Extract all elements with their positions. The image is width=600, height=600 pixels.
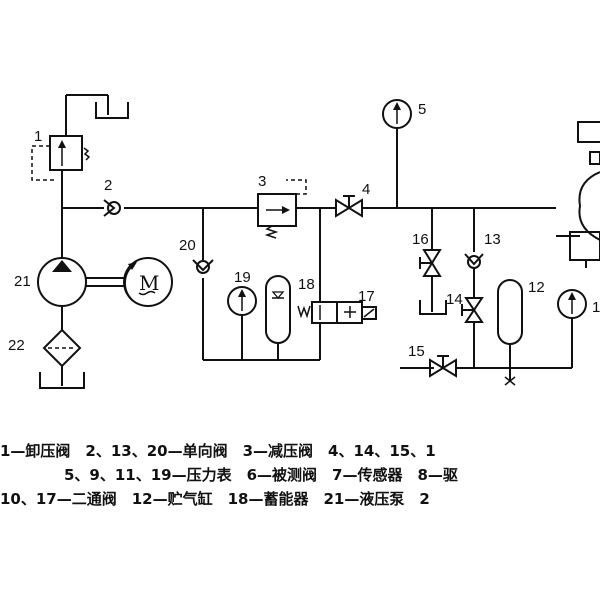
pressure-reducing-valve-icon bbox=[257, 179, 307, 239]
hydraulic-pump-icon bbox=[37, 257, 124, 307]
label-16: 16 bbox=[412, 231, 429, 248]
air-reservoir-icon bbox=[497, 279, 523, 386]
pipe-network bbox=[61, 94, 573, 369]
label-14: 14 bbox=[446, 291, 463, 308]
two-way-valve-icon bbox=[297, 301, 377, 324]
shutoff-valve-icon bbox=[335, 195, 363, 218]
pressure-gauge-icon bbox=[382, 99, 412, 129]
filter-icon bbox=[42, 328, 82, 368]
shutoff-valve-icon bbox=[429, 355, 457, 378]
check-valve-icon bbox=[464, 253, 484, 269]
label-12: 12 bbox=[528, 279, 545, 296]
tank-icon bbox=[419, 300, 447, 315]
unloading-valve-icon bbox=[31, 135, 91, 181]
shutoff-valve-icon bbox=[419, 249, 442, 277]
check-valve-icon bbox=[103, 199, 121, 217]
label-17: 17 bbox=[358, 288, 375, 305]
motor-label: M bbox=[139, 271, 159, 295]
label-20: 20 bbox=[179, 237, 196, 254]
accumulator-icon bbox=[265, 275, 291, 344]
label-15: 15 bbox=[408, 343, 425, 360]
legend-line-2: 5、9、11、19—压力表 6—被测阀 7—传感器 8—驱 bbox=[64, 466, 458, 484]
label-4: 4 bbox=[362, 181, 370, 198]
shutoff-valve-icon bbox=[461, 297, 484, 323]
label-13: 13 bbox=[484, 231, 501, 248]
label-5: 5 bbox=[418, 101, 426, 118]
label-19: 19 bbox=[234, 269, 251, 286]
label-11-partial: 1 bbox=[592, 299, 600, 316]
motor-icon: M bbox=[123, 257, 173, 307]
label-21: 21 bbox=[14, 273, 31, 290]
tank-icon bbox=[39, 372, 85, 389]
legend-line-3: 10、17—二通阀 12—贮气缸 18—蓄能器 21—液压泵 2 bbox=[0, 490, 430, 508]
label-18: 18 bbox=[298, 276, 315, 293]
pressure-gauge-icon bbox=[227, 286, 257, 316]
test-rig-partial-icon bbox=[556, 121, 600, 268]
label-3: 3 bbox=[258, 173, 266, 190]
label-1: 1 bbox=[34, 128, 42, 145]
label-2: 2 bbox=[104, 177, 112, 194]
label-22: 22 bbox=[8, 337, 25, 354]
check-valve-icon bbox=[192, 259, 214, 274]
legend-line-1: 1—卸压阀 2、13、20—单向阀 3—减压阀 4、14、15、1 bbox=[0, 442, 436, 460]
tank-icon bbox=[95, 102, 129, 119]
pressure-gauge-icon bbox=[557, 289, 587, 319]
